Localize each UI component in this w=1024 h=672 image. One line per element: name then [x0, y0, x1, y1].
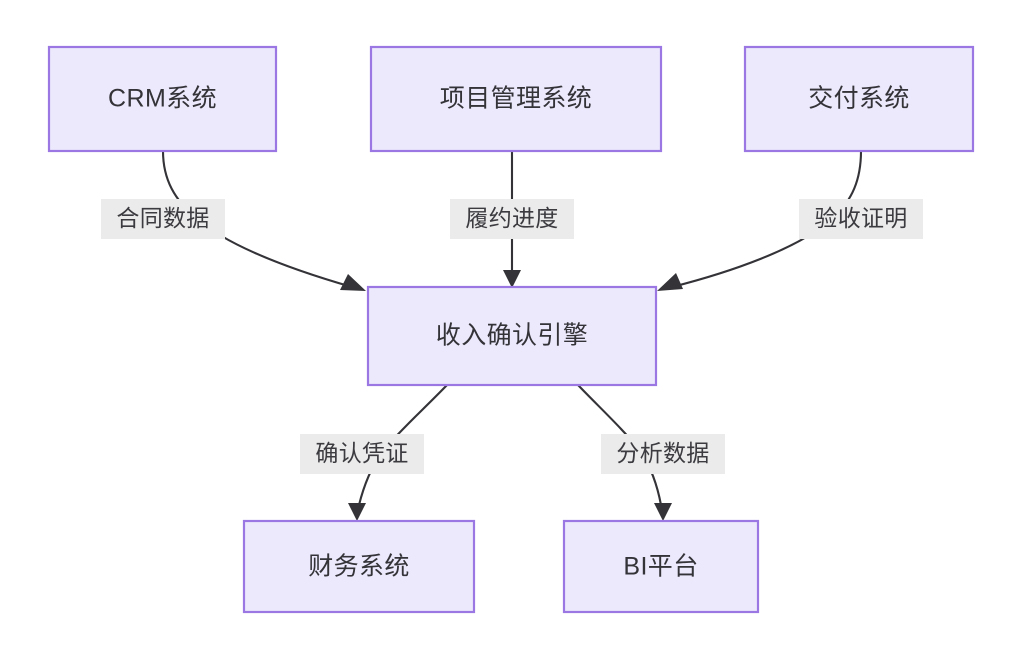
edge-label-acceptance-certificate: 验收证明 — [799, 199, 923, 239]
node-project-management[interactable]: 项目管理系统 — [369, 45, 663, 153]
edge-label-contract-data-bg — [101, 199, 225, 239]
edge-label-contract-data-text: 合同数据 — [116, 205, 209, 231]
node-crm-box[interactable] — [47, 45, 278, 153]
node-bi-platform-label: BI平台 — [623, 553, 698, 581]
edge-engine-to-finance-arrowhead — [348, 503, 366, 521]
node-delivery-box[interactable] — [743, 45, 975, 153]
edge-pm-to-engine-arrowhead — [503, 270, 521, 288]
node-revenue-recognition-engine-label: 收入确认引擎 — [436, 322, 588, 350]
edge-crm-to-engine-arrowhead — [340, 274, 366, 291]
edge-label-analytics-data-bg — [601, 434, 725, 474]
edge-label-recognition-voucher-text: 确认凭证 — [315, 440, 408, 466]
node-bi-platform-box[interactable] — [562, 519, 760, 614]
node-revenue-recognition-engine[interactable]: 收入确认引擎 — [366, 285, 658, 387]
node-finance-system[interactable]: 财务系统 — [242, 519, 476, 614]
node-project-management-box[interactable] — [369, 45, 663, 153]
edge-label-contract-data: 合同数据 — [101, 199, 225, 239]
edge-engine-to-bi-arrowhead — [654, 503, 672, 521]
edge-label-performance-progress: 履约进度 — [450, 199, 574, 239]
node-finance-system-label: 财务系统 — [308, 553, 410, 581]
node-delivery-label: 交付系统 — [808, 85, 910, 113]
edge-label-recognition-voucher: 确认凭证 — [300, 434, 424, 474]
node-bi-platform[interactable]: BI平台 — [562, 519, 760, 614]
node-crm-label: CRM系统 — [108, 85, 217, 113]
node-project-management-label: 项目管理系统 — [440, 85, 592, 113]
edge-label-acceptance-certificate-bg — [799, 199, 923, 239]
node-revenue-recognition-engine-box[interactable] — [366, 285, 658, 387]
node-finance-system-box[interactable] — [242, 519, 476, 614]
edge-label-analytics-data: 分析数据 — [601, 434, 725, 474]
edge-label-performance-progress-text: 履约进度 — [465, 205, 558, 231]
edge-label-performance-progress-bg — [450, 199, 574, 239]
edge-label-analytics-data-text: 分析数据 — [616, 440, 709, 466]
node-delivery[interactable]: 交付系统 — [743, 45, 975, 153]
edge-delivery-to-engine-arrowhead — [657, 273, 683, 291]
edge-label-acceptance-certificate-text: 验收证明 — [814, 205, 907, 231]
node-crm[interactable]: CRM系统 — [47, 45, 278, 153]
edge-label-recognition-voucher-bg — [300, 434, 424, 474]
